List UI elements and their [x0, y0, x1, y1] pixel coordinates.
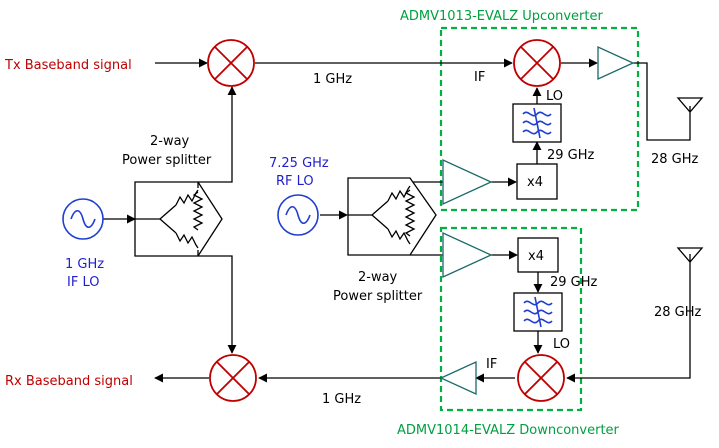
down-multiplier-box: [517, 237, 559, 273]
up-lo-label: LO: [546, 89, 563, 104]
up-output-amplifier: [597, 45, 635, 81]
down-in-freq-label: 28 GHz: [654, 305, 702, 320]
down-if-amplifier: [439, 360, 477, 396]
up-out-freq-label: 28 GHz: [651, 152, 699, 167]
downconverter-title: ADMV1014-EVALZ Downconverter: [397, 423, 620, 438]
down-if-label: IF: [486, 357, 497, 372]
rf-lo-name-label: RF LO: [276, 174, 314, 189]
upconverter-title: ADMV1013-EVALZ Upconverter: [400, 9, 603, 24]
rx-baseband-label: Rx Baseband signal: [5, 374, 133, 389]
up-lo-amplifier: [442, 158, 493, 206]
down-lo-amplifier: [442, 231, 493, 279]
if-lo-oscillator-icon: [62, 198, 104, 240]
left-power-splitter: [134, 181, 223, 257]
downconverter-mixer: [517, 354, 565, 402]
if-lo-freq-label: 1 GHz: [65, 257, 104, 272]
downconverter-group: [439, 226, 583, 412]
upconverter-mixer: [513, 39, 561, 87]
rf-lo-oscillator-icon: [277, 194, 319, 236]
up-multiplier-box: [516, 163, 558, 200]
up-multiplier-label: x4: [527, 175, 543, 190]
rx-antenna-icon: [676, 247, 704, 268]
down-mult-freq-label: 29 GHz: [550, 275, 598, 290]
left-splitter-label-2: Power splitter: [122, 153, 212, 168]
right-power-splitter: [347, 177, 437, 256]
up-mult-freq-label: 29 GHz: [547, 148, 595, 163]
down-multiplier-label: x4: [528, 249, 544, 264]
left-splitter-label-1: 2-way: [150, 134, 190, 149]
tx-baseband-label: Tx Baseband signal: [4, 58, 132, 73]
up-if-label: IF: [474, 70, 485, 85]
up-filter-icon: [512, 103, 562, 143]
down-lo-label: LO: [553, 337, 570, 352]
right-splitter-label-1: 2-way: [358, 270, 398, 285]
rf-lo-freq-label: 7.25 GHz: [269, 156, 329, 171]
tx-antenna-icon: [676, 97, 704, 120]
down-filter-icon: [513, 292, 563, 332]
right-splitter-label-2: Power splitter: [333, 289, 423, 304]
tx-if-freq-label: 1 GHz: [313, 72, 352, 87]
rx-mixer: [209, 354, 257, 402]
if-lo-name-label: IF LO: [67, 275, 99, 290]
tx-mixer: [207, 39, 255, 87]
rx-if-freq-label: 1 GHz: [322, 392, 361, 407]
